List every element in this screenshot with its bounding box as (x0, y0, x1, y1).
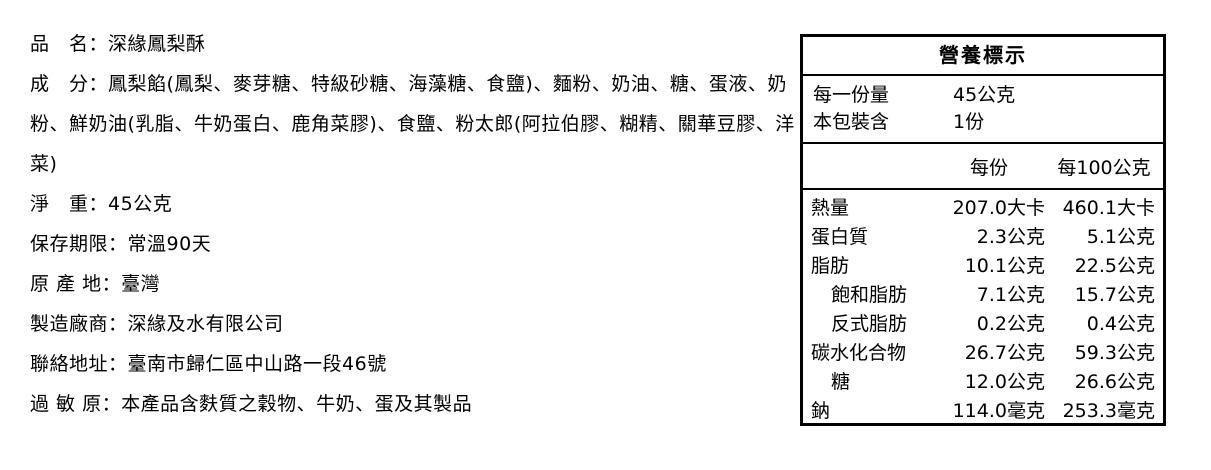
nutrient-name: 糖 (831, 371, 851, 393)
nutrient-name: 脂肪 (811, 255, 850, 277)
field-label: 保存期限： (30, 233, 128, 255)
field-label: 原 產 地： (30, 273, 122, 295)
product-name-field: 品 名：深緣鳳梨酥 (30, 24, 795, 64)
nutrient-rows: 熱量 207.0大卡 460.1大卡 蛋白質 2.3公克 5.1公克 脂肪 10… (803, 190, 1163, 426)
ingredients-field: 成 分：鳳梨餡(鳳梨、麥芽糖、特級砂糖、海藻糖、食鹽)、麵粉、奶油、糖、蛋液、奶… (30, 64, 795, 184)
nutrient-per-serving: 2.3公克 (976, 226, 1045, 248)
servings-label: 本包裝含 (813, 111, 890, 133)
contact-address-field: 聯絡地址：臺南市歸仁區中山路一段46號 (30, 344, 795, 384)
nutrient-row-sugar: 糖 12.0公克 26.6公克 (803, 368, 1163, 397)
servings-value: 1份 (953, 111, 985, 133)
nutrient-per-100g: 460.1大卡 (1062, 197, 1155, 219)
nutrient-per-serving: 7.1公克 (976, 284, 1045, 306)
field-value: 常溫90天 (127, 233, 212, 255)
nutrient-per-100g: 59.3公克 (1074, 342, 1155, 364)
field-label: 品 名： (30, 33, 109, 55)
nutrient-per-100g: 253.3毫克 (1062, 400, 1155, 422)
nutrient-row-trans-fat: 反式脂肪 0.2公克 0.4公克 (803, 310, 1163, 339)
field-value: 深緣及水有限公司 (127, 313, 284, 335)
serving-size-value: 45公克 (953, 84, 1016, 106)
nutrient-per-serving: 0.2公克 (976, 313, 1045, 335)
nutrient-per-100g: 5.1公克 (1086, 226, 1155, 248)
servings-row: 本包裝含 1份 (813, 109, 1163, 136)
shelf-life-field: 保存期限：常溫90天 (30, 224, 795, 264)
serving-size-row: 每一份量 45公克 (813, 82, 1163, 109)
nutrient-row-calories: 熱量 207.0大卡 460.1大卡 (803, 194, 1163, 223)
nutrient-per-100g: 15.7公克 (1074, 284, 1155, 306)
field-label: 製造廠商： (30, 313, 128, 335)
nutrient-per-serving: 207.0大卡 (952, 197, 1045, 219)
nutrient-per-serving: 114.0毫克 (952, 400, 1045, 422)
nutrient-per-serving: 10.1公克 (964, 255, 1045, 277)
nutrient-row-carbohydrate: 碳水化合物 26.7公克 59.3公克 (803, 339, 1163, 368)
nutrient-row-saturated-fat: 飽和脂肪 7.1公克 15.7公克 (803, 281, 1163, 310)
manufacturer-field: 製造廠商：深緣及水有限公司 (30, 304, 795, 344)
field-value: 鳳梨餡(鳳梨、麥芽糖、特級砂糖、海藻糖、食鹽)、麵粉、奶油、糖、蛋液、奶粉、鮮奶… (30, 73, 795, 175)
field-value: 45公克 (108, 193, 173, 215)
nutrient-name: 碳水化合物 (811, 342, 907, 364)
field-label: 淨 重： (30, 193, 109, 215)
origin-field: 原 產 地：臺灣 (30, 264, 795, 304)
nutrient-per-100g: 0.4公克 (1086, 313, 1155, 335)
nutrition-table: 營養標示 每一份量 45公克 本包裝含 1份 每份 每100公克 熱量 207.… (800, 34, 1166, 426)
nutrient-name: 蛋白質 (811, 226, 869, 248)
nutrient-row-fat: 脂肪 10.1公克 22.5公克 (803, 252, 1163, 281)
column-header-per-100g: 每100公克 (1057, 156, 1151, 179)
serving-size-label: 每一份量 (813, 84, 890, 106)
field-value: 臺南市歸仁區中山路一段46號 (127, 353, 387, 375)
nutrient-per-100g: 22.5公克 (1074, 255, 1155, 277)
field-value: 深緣鳳梨酥 (108, 33, 206, 55)
nutrient-per-100g: 26.6公克 (1074, 371, 1155, 393)
allergen-field: 過 敏 原：本產品含麩質之穀物、牛奶、蛋及其製品 (30, 384, 795, 424)
nutrient-per-serving: 12.0公克 (964, 371, 1045, 393)
nutrient-name: 飽和脂肪 (831, 284, 908, 306)
column-header-row: 每份 每100公克 (803, 144, 1163, 190)
field-label: 聯絡地址： (30, 353, 128, 375)
product-info-block: 品 名：深緣鳳梨酥 成 分：鳳梨餡(鳳梨、麥芽糖、特級砂糖、海藻糖、食鹽)、麵粉… (30, 24, 795, 424)
field-label: 過 敏 原： (30, 393, 122, 415)
field-label: 成 分： (30, 73, 109, 95)
nutrient-name: 熱量 (811, 197, 850, 219)
field-value: 本產品含麩質之穀物、牛奶、蛋及其製品 (121, 393, 473, 415)
nutrient-per-serving: 26.7公克 (964, 342, 1045, 364)
field-value: 臺灣 (121, 273, 161, 295)
nutrient-name: 鈉 (811, 400, 831, 422)
column-header-per-serving: 每份 (969, 156, 1008, 179)
net-weight-field: 淨 重：45公克 (30, 184, 795, 224)
nutrient-name: 反式脂肪 (831, 313, 908, 335)
nutrition-title: 營養標示 (803, 37, 1163, 76)
nutrient-row-protein: 蛋白質 2.3公克 5.1公克 (803, 223, 1163, 252)
serving-info: 每一份量 45公克 本包裝含 1份 (803, 76, 1163, 144)
nutrient-row-sodium: 鈉 114.0毫克 253.3毫克 (803, 397, 1163, 426)
